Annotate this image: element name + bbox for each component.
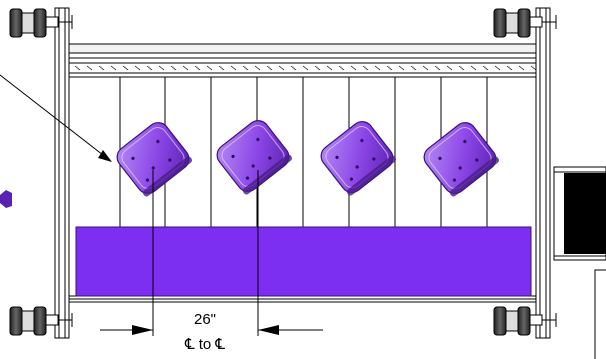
left-partial-fixture [0,190,12,208]
rail-hatch [86,65,93,71]
rail-hatch [158,65,165,71]
tray-rivet [349,177,354,181]
tray [116,122,193,197]
centerline-dimension: 26" ℄ to ℄ [100,170,323,353]
tray-rivet [475,158,479,162]
rail-hatch [326,65,333,71]
rail-hatch [350,65,357,71]
rail-hatch [494,65,501,71]
rail-hatch [458,65,465,71]
rail-hatch [386,65,393,71]
rail-hatch [470,65,477,71]
tray-rivet [168,158,172,162]
tray-rivet [151,166,155,170]
rail-hatch [314,65,321,71]
caster-wheel [9,8,73,38]
tray-rivet [355,165,359,169]
rail-hatch [194,65,201,71]
tray-rivet [131,156,135,160]
rail-hatch [134,65,141,71]
tray-rivet [463,139,467,144]
tray-rivet [360,138,364,143]
exit-conveyor [553,166,606,261]
caster-wheel [493,8,557,38]
rail-hatch [182,65,189,71]
tray-rivet [452,178,457,182]
rail-hatch [362,65,369,71]
rail-hatch [374,65,381,71]
leader-arrowhead [98,150,112,162]
rail-hatch [446,65,453,71]
rail-hatch [518,65,525,71]
dimension-arrow-left [132,325,153,335]
rail-hatch [266,65,273,71]
rail-hatch [302,65,309,71]
rail-hatch [278,65,285,71]
tray [320,121,397,196]
rail-hatch [422,65,429,71]
rail-hatch [398,65,405,71]
rail-hatch [170,65,177,71]
tray-rivet [458,166,462,170]
conveyor-belt [75,226,532,297]
rail-hatch [530,65,537,71]
dimension-value: 26" [194,311,216,328]
dimension-arrow-right [258,325,279,335]
rail-hatch [230,65,237,71]
trays [116,120,500,197]
tray-rivet [251,164,255,168]
tray-rivet [372,157,376,161]
tray-rivet [245,176,250,180]
rail-hatch [410,65,417,71]
rail-hatch [146,65,153,71]
rail-hatch [242,65,249,71]
tray-rivet [145,178,150,182]
tray-rivet [156,139,160,144]
dimension-label: ℄ to ℄ [184,336,225,353]
tray [423,122,500,197]
rail-hatch [506,65,513,71]
tray-rivet [256,137,260,142]
casters [9,8,557,336]
caster-wheel [9,306,73,336]
rail-hatch [218,65,225,71]
tray [216,120,293,195]
tray-rivet [231,154,235,158]
rail-hatch [482,65,489,71]
rail-hatch [110,65,117,71]
tray-rivet [268,156,272,160]
rail-hatch [434,65,441,71]
leader-line [0,74,112,162]
rail-hatch [122,65,129,71]
rail-hatch [254,65,261,71]
rail-hatch [74,65,81,71]
caster-wheel [493,306,557,336]
rail-hatch [206,65,213,71]
rail-hatch [98,65,105,71]
frame [54,7,551,339]
rail-hatch [338,65,345,71]
tray-rivet [438,156,442,160]
rail-hatch [290,65,297,71]
partial-outline [594,269,606,359]
tray-rivet [335,155,339,159]
